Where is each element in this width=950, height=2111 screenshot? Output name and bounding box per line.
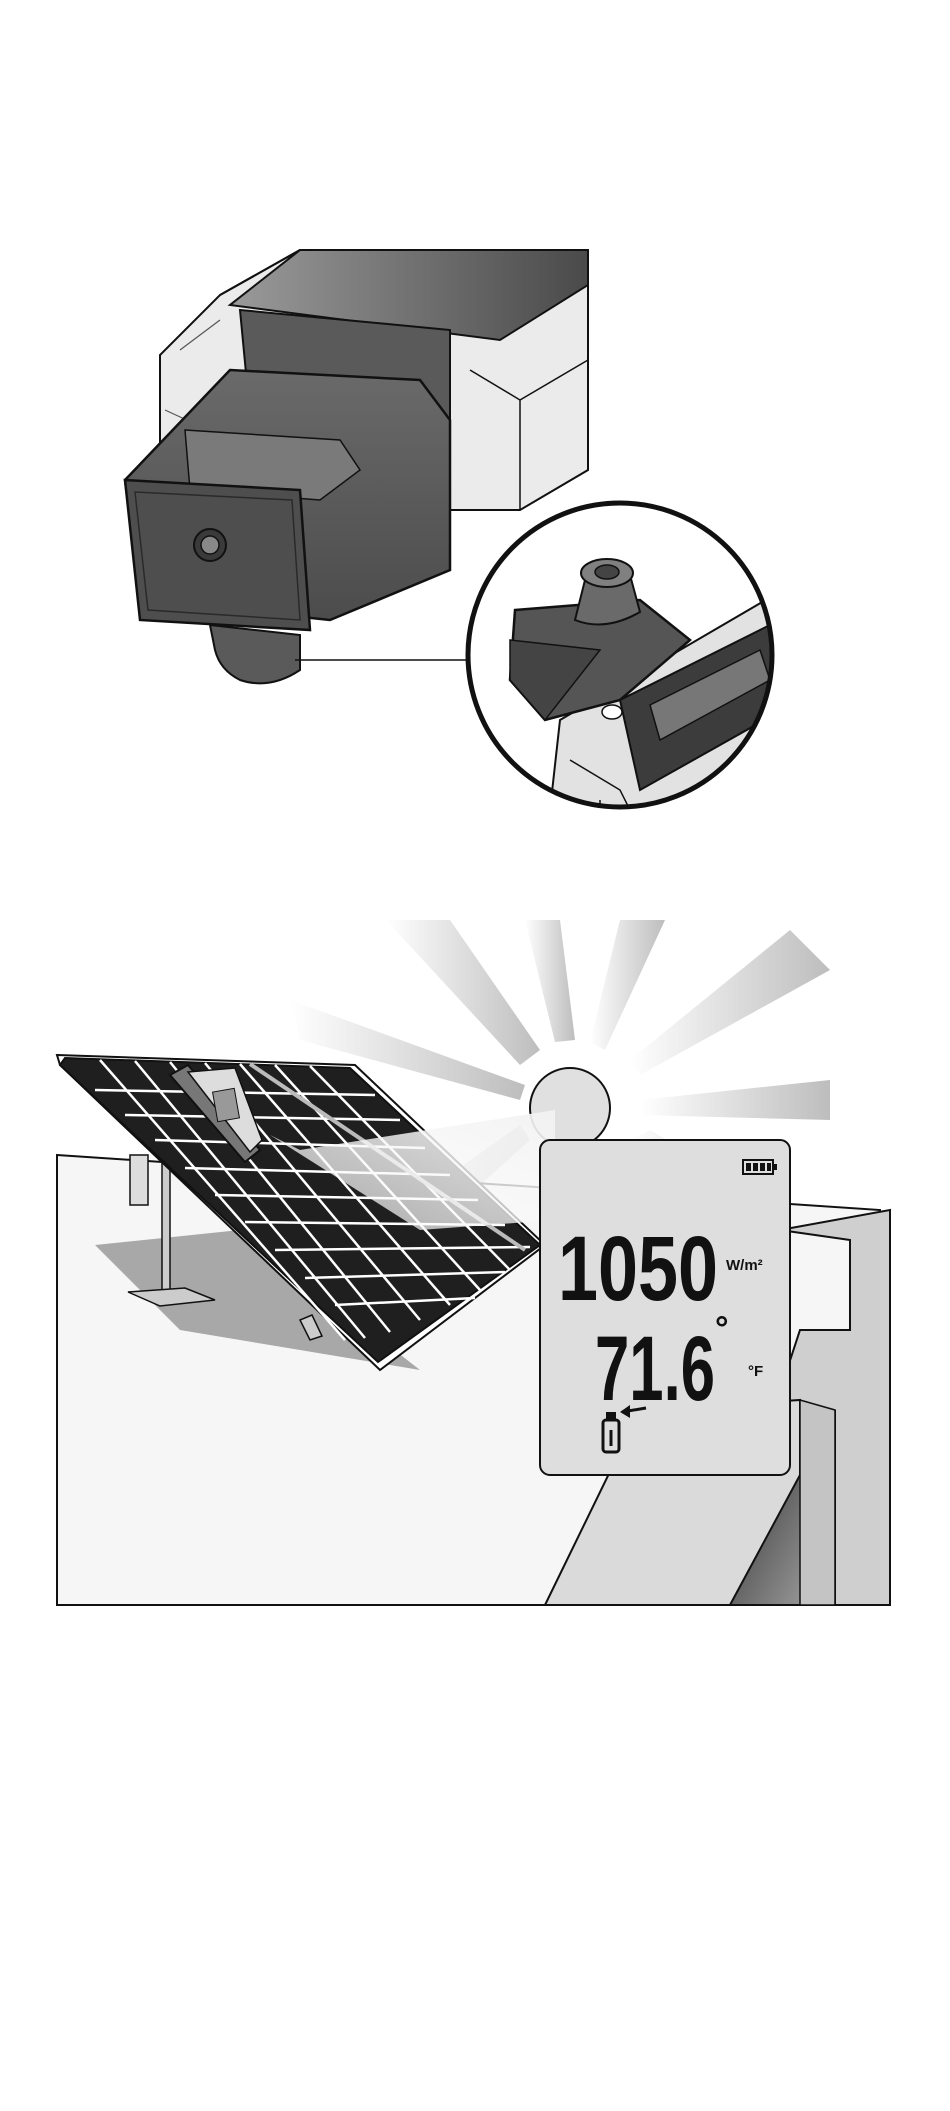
sensor-head-drawing: [0, 0, 950, 880]
lcd-display: 1050 W/m² 71.6 ° °F: [540, 1140, 790, 1475]
solar-scene-drawing: 1050 W/m² 71.6 ° °F: [0, 900, 950, 1640]
irradiance-value: 1050: [558, 1218, 718, 1320]
irradiance-unit: W/m²: [726, 1257, 763, 1274]
temperature-unit: °F: [748, 1363, 763, 1380]
solar-panel-scene: 1050 W/m² 71.6 ° °F: [0, 900, 950, 1640]
probe-detail-callout: [468, 503, 820, 880]
temperature-value: 71.6: [595, 1318, 715, 1420]
temperature-degree-symbol: °: [715, 1310, 729, 1348]
sensor-head-illustration: [0, 0, 950, 880]
